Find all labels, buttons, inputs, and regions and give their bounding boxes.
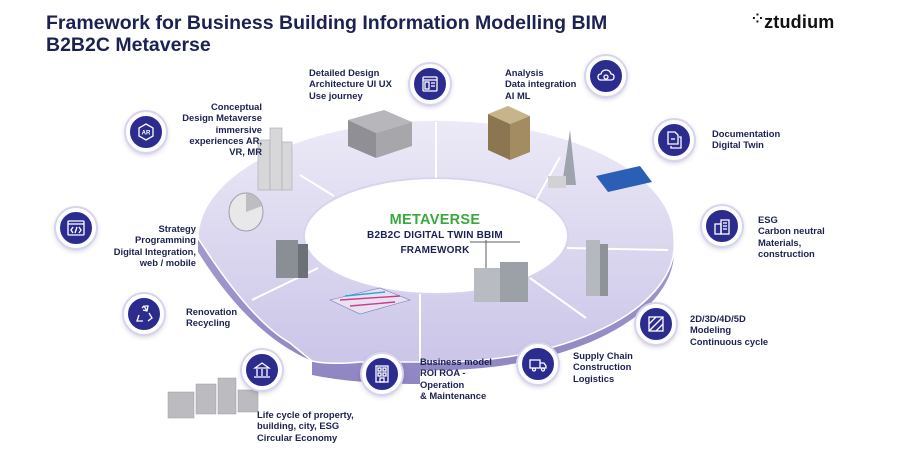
center-headline: METAVERSE [389,212,481,228]
recycle-icon [124,294,164,334]
right-tower [586,240,608,296]
label-line: Architecture UI UX [309,78,392,90]
title-line-1: Framework for Business Building Informat… [46,12,608,34]
label-line: Continuous cycle [690,335,769,347]
label-line: Detailed Design [309,67,380,78]
label-line: experiences AR, [189,134,262,146]
label-line: 2D/3D/4D/5D [690,313,746,324]
label-life-cycle: Life cycle of property, building, city, … [257,409,354,443]
label-line: Carbon neutral [758,225,825,237]
page-title: Framework for Business Building Informat… [46,12,607,56]
label-conceptual-design: Conceptual Design Metaverse immersive ex… [150,101,262,157]
label-line: Circular Economy [257,431,338,443]
construction-block [348,110,412,158]
office-building-icon [362,354,402,394]
label-line: Supply Chain [573,350,633,361]
label-line: Documentation [712,128,781,139]
label-line: Programming [135,234,196,246]
center-subtitle-line-2: FRAMEWORK [400,244,470,256]
label-line: immersive [215,123,262,135]
analysis-buildings [488,106,530,160]
label-line: Modeling [690,324,732,336]
label-line: Recycling [186,317,231,329]
building-illustrations [167,106,652,419]
city-model [167,377,259,419]
mep-model [329,287,411,315]
label-line: Construction [573,361,632,373]
label-analysis: Analysis Data integration AI ML [505,67,576,101]
pie-model [228,192,264,232]
brand-logo: ⁘ztudium [752,11,835,33]
title-line-2: B2B2C Metaverse [46,34,211,56]
center-label: METAVERSE B2B2C DIGITAL TWIN BBIM FRAMEW… [330,212,540,257]
esg-building-icon [702,206,742,246]
label-line: ESG [758,214,778,225]
label-modeling: 2D/3D/4D/5D Modeling Continuous cycle [690,313,768,347]
label-documentation: Documentation Digital Twin [712,128,780,151]
label-line: building, city, ESG [257,420,340,432]
logo-mark: ⁘ [752,11,764,26]
label-line: Design Metaverse [182,112,262,124]
label-line: Logistics [573,372,615,384]
label-line: Materials, [758,236,802,248]
documents-icon [654,120,694,160]
label-line: Operation [420,378,465,390]
label-business-model: Business model ROI ROA - Operation & Mai… [420,356,492,401]
label-line: Digital Integration, [113,245,196,257]
label-line: Strategy [158,223,196,234]
label-line: Data integration [505,78,577,90]
label-strategy: Strategy Programming Digital Integration… [96,223,196,268]
center-subtitle-line-1: B2B2C DIGITAL TWIN BBIM [367,230,503,241]
label-supply-chain: Supply Chain Construction Logistics [573,350,633,384]
ar-icon: AR [126,112,166,152]
label-line: construction [758,247,815,259]
label-line: Renovation [186,306,238,317]
label-renovation: Renovation Recycling [186,306,237,329]
label-line: Digital Twin [712,139,764,151]
code-icon [56,208,96,248]
crane-buildings [470,240,528,302]
label-line: web / mobile [139,256,196,268]
label-line: ROI ROA - [420,367,466,379]
svg-text:AR: AR [142,131,151,137]
concept-towers [257,127,293,191]
cube-modeling-icon [636,304,676,344]
label-detailed-design: Detailed Design Architecture UI UX Use j… [309,67,392,101]
label-esg: ESG Carbon neutral Materials, constructi… [758,214,825,259]
label-line: & Maintenance [420,389,487,401]
left-office [276,240,308,278]
label-line: VR, MR [229,146,262,158]
label-line: AI ML [505,89,531,101]
label-line: Business model [420,356,492,367]
label-line: Use journey [309,89,363,101]
city-hall-icon [242,350,282,390]
label-line: Analysis [505,67,544,78]
cloud-gear-icon [586,56,626,96]
label-line: Conceptual [210,101,262,112]
skyline-model [548,130,652,192]
logo-text: ztudium [764,12,835,32]
segment-dividers [251,122,669,362]
truck-icon [518,344,558,384]
label-line: Life cycle of property, [257,409,354,420]
ui-wireframe-icon [410,64,450,104]
